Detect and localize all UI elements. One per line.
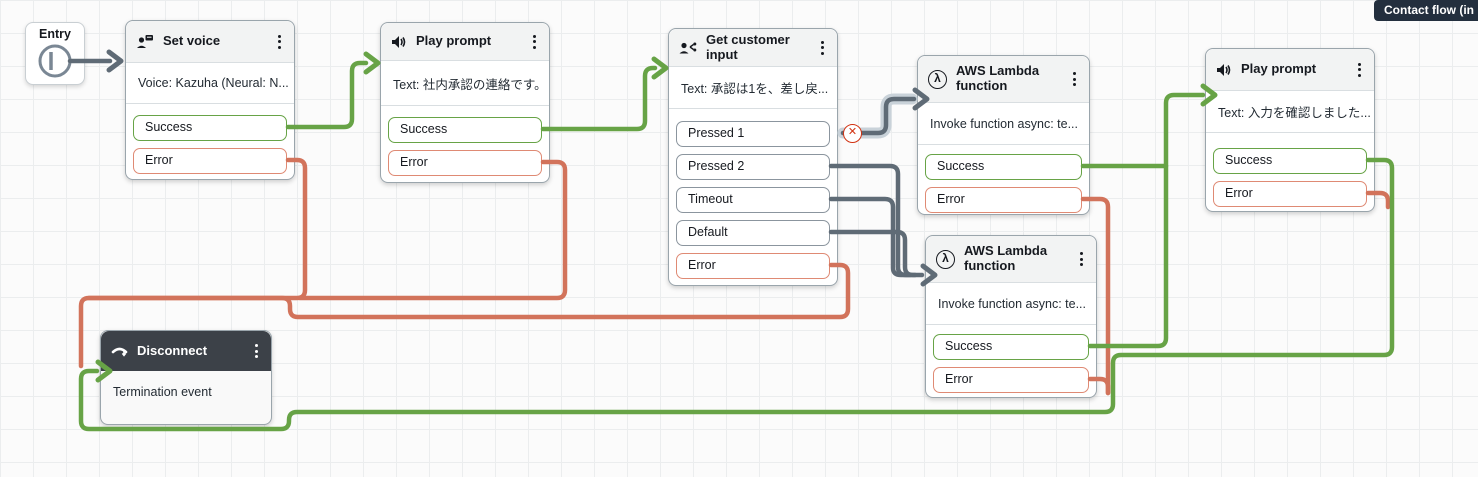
lambda-icon: λ [928, 69, 947, 89]
kebab-menu-icon[interactable] [252, 340, 261, 362]
kebab-menu-icon[interactable] [1077, 248, 1086, 270]
customer-input-icon [679, 41, 697, 55]
node-play-prompt-2[interactable]: Play prompt Text: 入力を確認しました... Success E… [1205, 48, 1375, 212]
kebab-menu-icon[interactable] [1070, 68, 1079, 90]
entry-point-icon [38, 44, 72, 78]
entry-node[interactable]: Entry [25, 22, 85, 85]
port-success[interactable]: Success [133, 115, 287, 141]
port-pressed-2[interactable]: Pressed 2 [676, 154, 830, 180]
kebab-menu-icon[interactable] [275, 31, 284, 53]
port-error[interactable]: Error [925, 187, 1082, 213]
wire-pressed1-to-lambda1[interactable] [840, 96, 917, 136]
port-success[interactable]: Success [925, 154, 1082, 180]
wire-setvoice-success-to-playprompt1[interactable] [285, 60, 369, 130]
node-set-voice[interactable]: Set voice Voice: Kazuha (Neural: N... Su… [125, 20, 295, 180]
kebab-menu-icon[interactable] [1355, 59, 1364, 81]
invoke-parameter-dropdown[interactable]: Invoke function async: te... [926, 283, 1096, 325]
speaker-icon [1216, 63, 1232, 77]
node-disconnect[interactable]: Disconnect Termination event [100, 330, 272, 425]
kebab-menu-icon[interactable] [818, 37, 827, 59]
arrowhead-entry [106, 49, 124, 73]
wire-default-to-lambda2[interactable] [828, 229, 918, 278]
delete-connection-button[interactable]: ✕ [843, 124, 862, 143]
node-title: Set voice [163, 33, 221, 49]
node-get-customer-input[interactable]: Get customer input Text: 承認は1を、差し戻... Pr… [668, 28, 838, 286]
speaker-icon [391, 35, 407, 49]
node-title: Get customer input [706, 31, 790, 62]
invoke-parameter-dropdown[interactable]: Invoke function async: te... [918, 103, 1089, 145]
node-aws-lambda-2[interactable]: λ AWS Lambda function Invoke function as… [925, 235, 1097, 398]
node-title: Play prompt [1241, 61, 1317, 77]
text-parameter-dropdown[interactable]: Text: 入力を確認しました... [1206, 91, 1374, 133]
lambda-icon: λ [936, 249, 955, 269]
port-pressed-1[interactable]: Pressed 1 [676, 121, 830, 147]
voice-parameter-dropdown[interactable]: Voice: Kazuha (Neural: N... [126, 63, 294, 104]
port-success[interactable]: Success [388, 117, 542, 143]
text-parameter: Text: 社内承認の連絡です。 [381, 61, 549, 106]
wire-lambda2-error[interactable] [1087, 376, 1111, 396]
port-error[interactable]: Error [388, 150, 542, 176]
wire-timeout-to-lambda2[interactable] [828, 196, 913, 278]
wire-playprompt1-success-to-getinput[interactable] [540, 65, 658, 132]
node-play-prompt-1[interactable]: Play prompt Text: 社内承認の連絡です。 Success Err… [380, 22, 550, 183]
wire-lambda1-error[interactable] [1080, 196, 1111, 396]
node-title: Disconnect [137, 342, 208, 358]
kebab-menu-icon[interactable] [530, 31, 539, 53]
wire-playprompt2-success-to-disconnect[interactable] [78, 157, 1395, 432]
port-error[interactable]: Error [133, 148, 287, 174]
termination-event-label: Termination event [113, 385, 212, 399]
port-error[interactable]: Error [933, 367, 1089, 393]
text-parameter-dropdown[interactable]: Text: 承認は1を、差し戻... [669, 67, 837, 109]
port-timeout[interactable]: Timeout [676, 187, 830, 213]
wire-lambda2-success-to-playprompt2[interactable] [1087, 92, 1206, 349]
set-voice-icon [136, 34, 154, 50]
port-error[interactable]: Error [1213, 181, 1367, 207]
port-success[interactable]: Success [933, 334, 1089, 360]
contact-flow-type-badge: Contact flow (in [1374, 0, 1478, 21]
wire-playprompt1-error-to-disconnect[interactable] [297, 159, 568, 301]
node-title: AWS Lambda function [964, 243, 1048, 273]
port-error[interactable]: Error [676, 253, 830, 279]
wire-pressed2-to-lambda2[interactable] [828, 163, 925, 278]
phone-disconnect-icon [111, 345, 128, 358]
node-aws-lambda-1[interactable]: λ AWS Lambda function Invoke function as… [917, 55, 1090, 215]
wire-playprompt2-error[interactable] [1365, 190, 1391, 210]
port-default[interactable]: Default [676, 220, 830, 246]
wire-getinput-error-to-disconnect[interactable] [86, 262, 851, 320]
node-title: Play prompt [416, 33, 492, 49]
port-success[interactable]: Success [1213, 148, 1367, 174]
entry-label: Entry [39, 27, 71, 41]
node-title: AWS Lambda function [956, 63, 1040, 93]
